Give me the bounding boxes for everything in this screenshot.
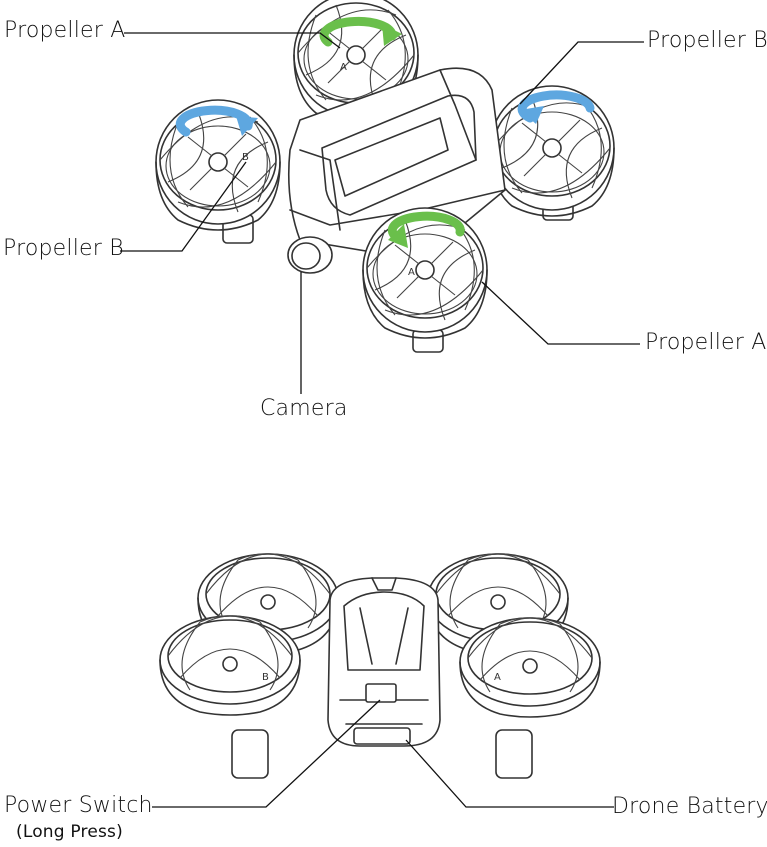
rotation-arrow-clockwise-front [387, 211, 465, 248]
rotation-arrow-counterclockwise-left [175, 105, 258, 137]
label-drone-battery: Drone Battery [612, 794, 767, 819]
drone-battery [353, 727, 411, 745]
prop-mark-a-top: A [340, 62, 347, 73]
prop-mark-a-bottom: A [494, 672, 501, 683]
bottom-view-leader-lines [152, 699, 614, 808]
bottom-view-drone: B A [159, 552, 601, 779]
label-propeller-a-top: Propeller A [4, 18, 126, 43]
propeller-guard-a-front [362, 207, 488, 339]
label-power-switch: Power Switch [4, 793, 153, 818]
camera [287, 236, 333, 274]
propeller-guard-b-right [489, 85, 615, 217]
label-propeller-b-left: Propeller B [3, 236, 124, 261]
prop-mark-a-front: A [408, 267, 415, 278]
power-switch [365, 683, 397, 703]
propeller-guard-b-left [155, 99, 281, 231]
prop-mark-b-left: B [242, 152, 249, 163]
label-propeller-a-front: Propeller A [645, 330, 767, 355]
top-view-leader-lines [120, 32, 644, 394]
rotation-arrow-clockwise-top [319, 16, 402, 47]
prop-mark-b-bottom: B [262, 672, 269, 683]
label-propeller-b-right: Propeller B [647, 28, 767, 53]
rotation-arrow-counterclockwise-right [517, 90, 595, 124]
label-camera: Camera [260, 396, 348, 421]
label-power-switch-note: (Long Press) [16, 822, 123, 842]
top-view-drone: A A B [155, 0, 615, 353]
